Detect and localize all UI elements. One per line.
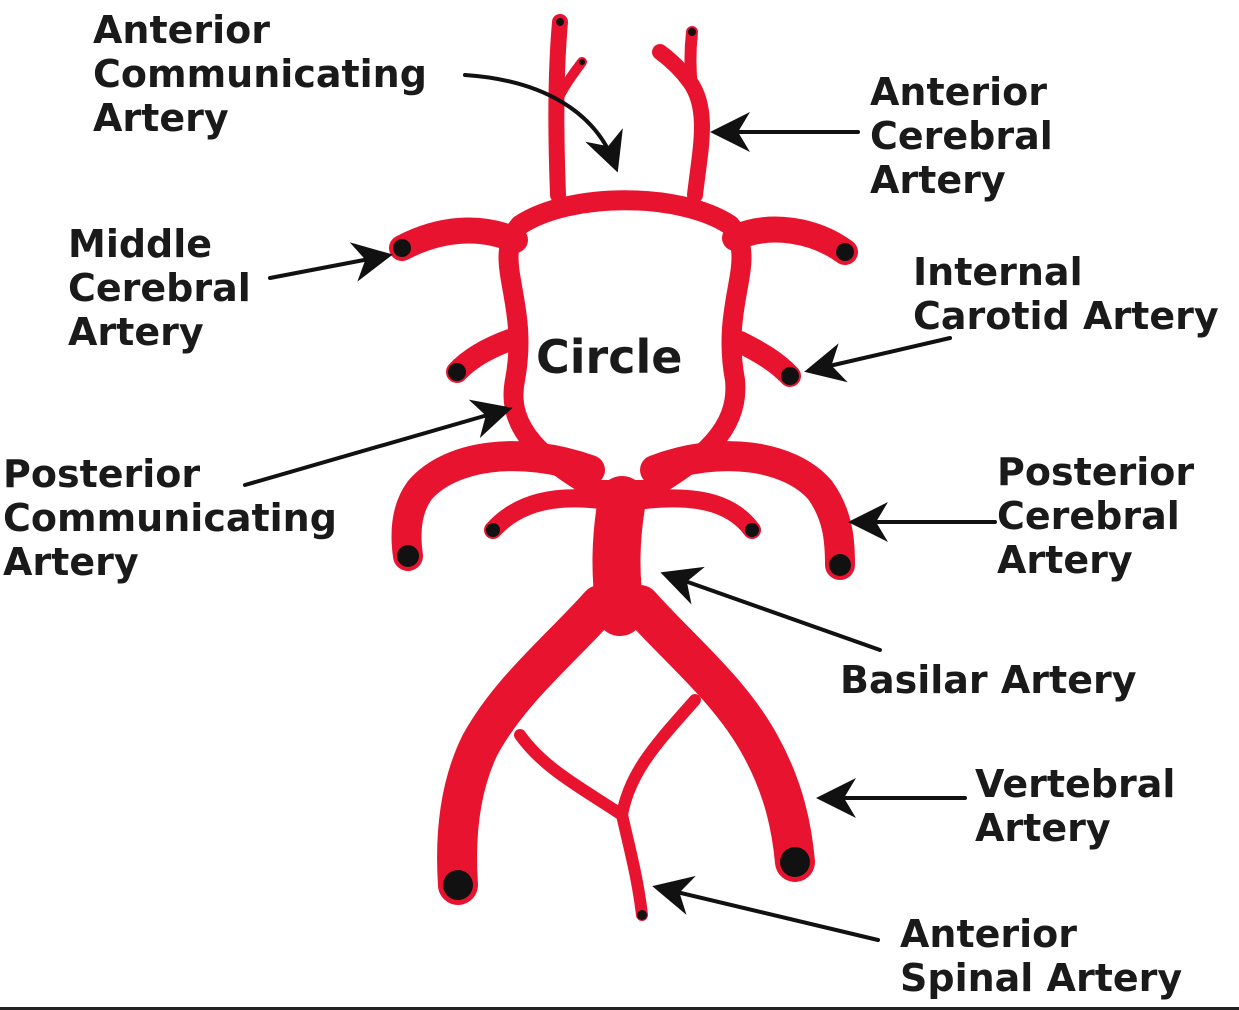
label-line: Cerebral [997,494,1180,538]
arrow-basilar [660,566,882,652]
label-line: Cerebral [68,266,251,310]
right-internal-carotid-stub [729,331,801,387]
label-anterior-cerebral-artery: Anterior Cerebral Artery [870,70,1053,202]
label-line: Internal [913,250,1083,294]
label-line: Communicating [93,52,427,96]
right-superior-cerebellar-artery [636,489,761,539]
label-line: Artery [997,538,1133,582]
bottom-border [0,1007,1239,1010]
circle-label: Circle [536,330,683,384]
label-line: Anterior [900,912,1078,956]
arrow-anterior-spinal [652,875,880,942]
left-internal-carotid-stub [446,329,521,383]
label-line: Posterior [997,450,1195,494]
label-line: Artery [3,540,139,584]
label-anterior-spinal-artery: Anterior Spinal Artery [900,912,1182,1000]
right-anterior-cerebral-branch [684,26,698,94]
pointer-arrows [243,73,997,942]
anterior-spinal-artery [616,809,648,921]
anterior-spinal-right-branch [616,694,701,821]
label-line: Artery [68,310,204,354]
right-middle-cerebral-artery [722,216,858,265]
arrow-posterior-communicating [243,399,513,487]
label-line: Middle [68,222,213,266]
label-middle-cerebral-artery: Middle Cerebral Artery [68,222,251,354]
left-vertebral-artery [437,585,620,905]
label-posterior-cerebral-artery: Posterior Cerebral Artery [997,450,1194,582]
label-line: Basilar Artery [840,658,1137,702]
vessel-endpoints [393,18,854,920]
circle-ring [498,190,752,500]
left-superior-cerebellar-artery [484,489,609,539]
arteries [389,14,858,921]
anterior-spinal-left-branch [514,729,628,821]
label-vertebral-artery: Vertebral Artery [975,762,1175,850]
label-line: Anterior [93,8,271,52]
label-line: Communicating [3,496,337,540]
right-posterior-cerebral-artery [640,441,855,580]
label-basilar-artery: Basilar Artery [840,658,1137,702]
label-anterior-communicating-artery: Anterior Communicating Artery [93,8,427,140]
left-posterior-cerebral-artery [391,441,605,571]
label-line: Artery [93,96,229,140]
label-line: Posterior [3,452,201,496]
label-line: Anterior [870,70,1048,114]
arrow-anterior-communicating [463,73,623,173]
label-line: Spinal Artery [900,956,1183,1000]
arrow-middle-cerebral [268,242,393,282]
arrow-internal-carotid [804,336,952,383]
left-middle-cerebral-artery [389,217,528,261]
label-line: Carotid Artery [913,294,1219,338]
basilar-artery [592,476,646,636]
label-line: Cerebral [870,114,1053,158]
label-line: Artery [975,806,1111,850]
label-posterior-communicating-artery: Posterior Communicating Artery [3,452,337,584]
label-line: Vertebral [975,762,1176,806]
label-line: Artery [870,158,1006,202]
right-vertebral-artery [620,585,815,882]
label-internal-carotid-artery: Internal Carotid Artery [913,250,1219,338]
left-anterior-cerebral-artery [548,14,568,203]
